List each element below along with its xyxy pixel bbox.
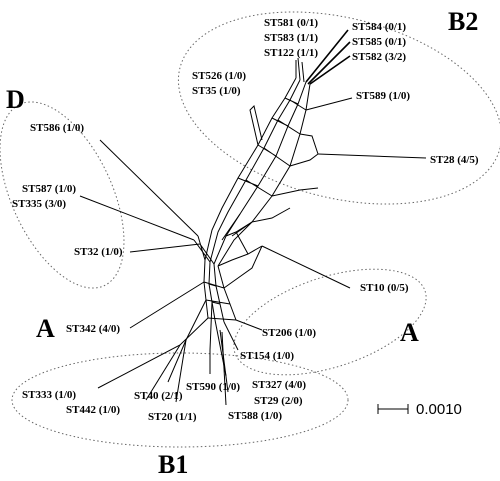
taxon-st122: ST122 (1/1) [264, 47, 318, 59]
core-edge [204, 77, 297, 261]
core-edge [209, 79, 301, 263]
core-edge [251, 133, 319, 223]
taxon-st588: ST588 (1/0) [228, 410, 282, 422]
core-edge [217, 221, 263, 289]
edge-st583 [297, 57, 301, 81]
group-b1-outline [11, 352, 349, 448]
scale-bar-line [377, 404, 409, 414]
group-b2-outline [177, 11, 500, 205]
group-label-a-right: A [400, 318, 419, 347]
edge-st40 [167, 299, 207, 383]
edge-st587-st335 [79, 195, 195, 241]
edge-st590 [209, 301, 213, 374]
edge-st588 [221, 331, 227, 406]
core-rungs [203, 281, 237, 321]
edge-st589 [305, 97, 353, 111]
edge-st585 [307, 41, 351, 85]
leaf-edges [79, 29, 427, 406]
edge-st206 [235, 319, 263, 331]
taxon-st581: ST581 (0/1) [264, 17, 318, 29]
taxon-st585: ST585 (0/1) [352, 36, 406, 48]
taxon-st10: ST10 (0/5) [360, 282, 409, 294]
taxon-st29: ST29 (2/0) [254, 395, 303, 407]
taxon-st206: ST206 (1/0) [262, 327, 316, 339]
taxon-st342: ST342 (4/0) [66, 323, 120, 335]
group-label-b1: B1 [158, 450, 188, 479]
group-label-a-left: A [36, 314, 55, 343]
edge-st20 [175, 339, 187, 403]
taxon-st327: ST327 (4/0) [252, 379, 306, 391]
taxon-st584: ST584 (0/1) [352, 21, 406, 33]
group-label-b2: B2 [448, 7, 478, 36]
taxon-st526: ST526 (1/0) [192, 70, 246, 82]
edge-st582 [309, 55, 351, 85]
taxon-st586: ST586 (1/0) [30, 122, 84, 134]
edge-st584 [305, 29, 349, 83]
group-a-right-outline [233, 268, 427, 376]
taxon-st590: ST590 (1/0) [186, 381, 240, 393]
edge-st28 [317, 153, 427, 159]
taxon-st582: ST582 (3/2) [352, 51, 406, 63]
taxon-st335: ST335 (3/0) [12, 198, 66, 210]
edge-st32 [129, 243, 201, 253]
taxon-st589: ST589 (1/0) [356, 90, 410, 102]
taxon-st583: ST583 (1/1) [264, 32, 318, 44]
taxon-st333: ST333 (1/0) [22, 389, 76, 401]
edge-st122 [301, 61, 305, 83]
network-core [193, 77, 319, 323]
taxon-st35: ST35 (1/0) [192, 85, 241, 97]
group-label-d: D [6, 85, 25, 114]
core-rungs [221, 97, 307, 241]
scale-bar-label: 0.0010 [416, 401, 462, 418]
edge-st526-st35 [249, 105, 263, 146]
edge-st586 [99, 139, 199, 237]
core-edge [213, 81, 307, 265]
scale-bar: 0.0010 [377, 401, 462, 418]
group-d-outline [0, 101, 125, 289]
taxon-st587: ST587 (1/0) [22, 183, 76, 195]
taxon-st32: ST32 (1/0) [74, 246, 123, 258]
edge-st342 [129, 281, 205, 329]
edge-st10 [261, 245, 351, 289]
taxon-st154: ST154 (1/0) [240, 350, 294, 362]
edge-st442 [145, 344, 181, 401]
taxon-st40: ST40 (2/1) [134, 390, 183, 402]
core-edge [193, 235, 215, 265]
core-edge [203, 259, 237, 323]
core-edge [217, 83, 311, 267]
taxon-st28: ST28 (4/5) [430, 154, 479, 166]
taxon-st20: ST20 (1/1) [148, 411, 197, 423]
edge-st154 [223, 321, 239, 351]
taxon-st442: ST442 (1/0) [66, 404, 120, 416]
